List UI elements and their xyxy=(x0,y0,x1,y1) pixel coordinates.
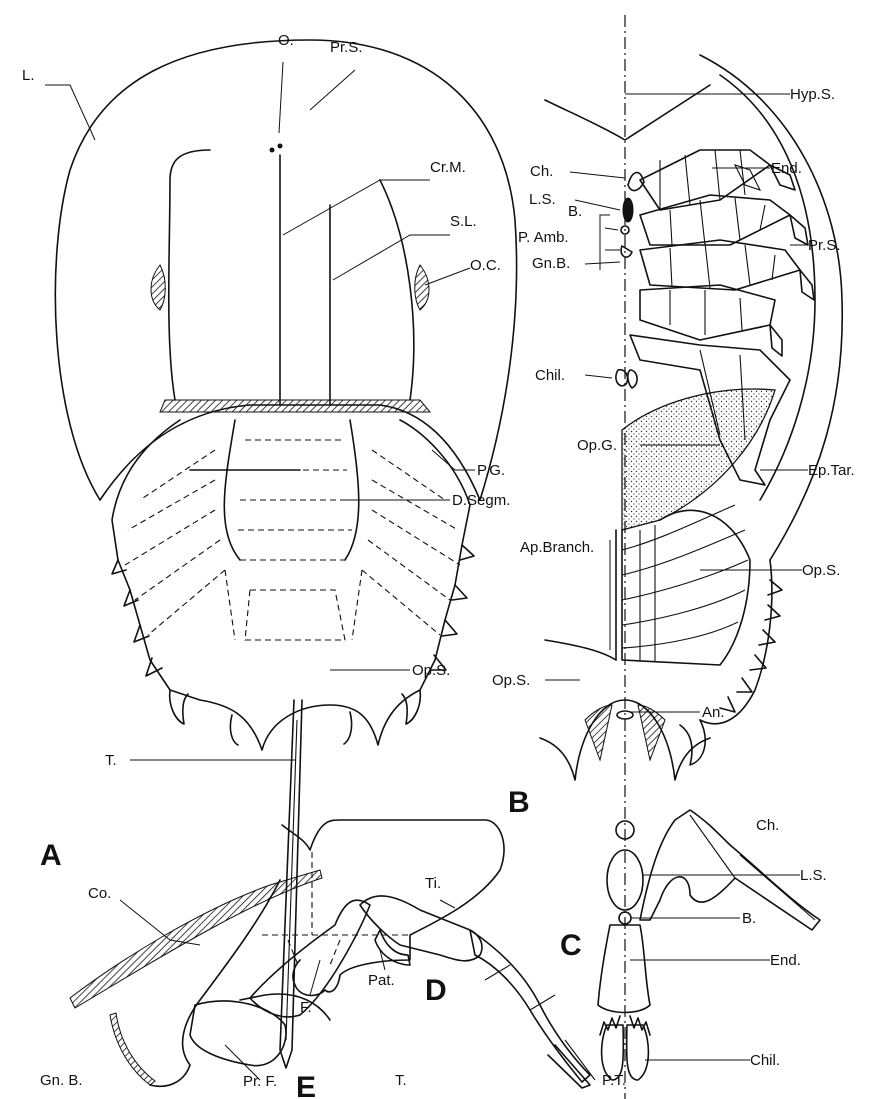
label-femur: F. xyxy=(300,999,312,1016)
label-anus: An. xyxy=(702,704,725,721)
label-s-l: S.L. xyxy=(450,213,477,230)
label-p-g: P.G. xyxy=(477,462,505,479)
label-gnathobase-b: Gn.B. xyxy=(532,255,570,272)
label-compound-eye: O.C. xyxy=(470,257,501,274)
label-patella: Pat. xyxy=(368,972,395,989)
label-prosoma: Pr.S. xyxy=(330,39,363,56)
panel-e-drawing xyxy=(70,870,595,1088)
panel-letter-b: B xyxy=(508,786,530,819)
panel-e-labels: Co. Ti. Pat. F. Gn. B. Pr. F. T. P.T. E xyxy=(40,875,626,1099)
label-opisthosoma-a: Op.S. xyxy=(412,662,450,679)
label-telson: T. xyxy=(105,752,117,769)
panel-a-drawing xyxy=(45,40,517,1068)
label-cardiac-median: Cr.M. xyxy=(430,159,466,176)
label-lateral: L. xyxy=(22,67,35,84)
label-operculum-genital: Op.G. xyxy=(577,437,617,454)
label-gnathobase-e: Gn. B. xyxy=(40,1072,83,1089)
label-chelicera-b: Ch. xyxy=(530,163,553,180)
label-opisthosoma-b-left: Op.S. xyxy=(492,672,530,689)
label-opisthosoma-b-right: Op.S. xyxy=(802,562,840,579)
panel-b-drawing xyxy=(540,15,842,1099)
label-post-tarsus: P.T. xyxy=(602,1072,626,1089)
label-tarsus: T. xyxy=(395,1072,407,1089)
label-prosoma-b: Pr.S. xyxy=(808,237,841,254)
label-endite-c: End. xyxy=(770,952,801,969)
panel-c-drawing xyxy=(598,810,820,1080)
panel-d-labels: D xyxy=(425,974,447,1007)
label-endite-b: End. xyxy=(771,160,802,177)
label-hypostome: Hyp.S. xyxy=(790,86,835,103)
label-dorsal-segment: D.Segm. xyxy=(452,492,510,509)
label-b-b: B. xyxy=(568,203,582,220)
panel-a-labels: O. Pr.S. L. Cr.M. S.L. O.C. D.Segm. P.G.… xyxy=(22,32,510,872)
label-p-amb: P. Amb. xyxy=(518,229,569,246)
label-labrum-b: L.S. xyxy=(529,191,556,208)
label-prefemur: Pr. F. xyxy=(243,1073,277,1090)
panel-letter-c: C xyxy=(560,929,582,962)
label-coxa: Co. xyxy=(88,885,111,902)
panel-letter-a: A xyxy=(40,839,62,872)
label-branchial-appendages: Ap.Branch. xyxy=(520,539,594,556)
label-epitarsus: Ep.Tar. xyxy=(808,462,855,479)
label-chilaria-b: Chil. xyxy=(535,367,565,384)
label-chelicera-c: Ch. xyxy=(756,817,779,834)
label-ocelli: O. xyxy=(278,32,294,49)
label-chilaria-c: Chil. xyxy=(750,1052,780,1069)
label-labrum-c: L.S. xyxy=(800,867,827,884)
panel-letter-d: D xyxy=(425,974,447,1007)
label-tibia: Ti. xyxy=(425,875,441,892)
panel-c-labels: Ch. L.S. B. End. Chil. C xyxy=(560,817,827,1069)
label-b-c: B. xyxy=(742,910,756,927)
panel-letter-e: E xyxy=(296,1071,316,1099)
